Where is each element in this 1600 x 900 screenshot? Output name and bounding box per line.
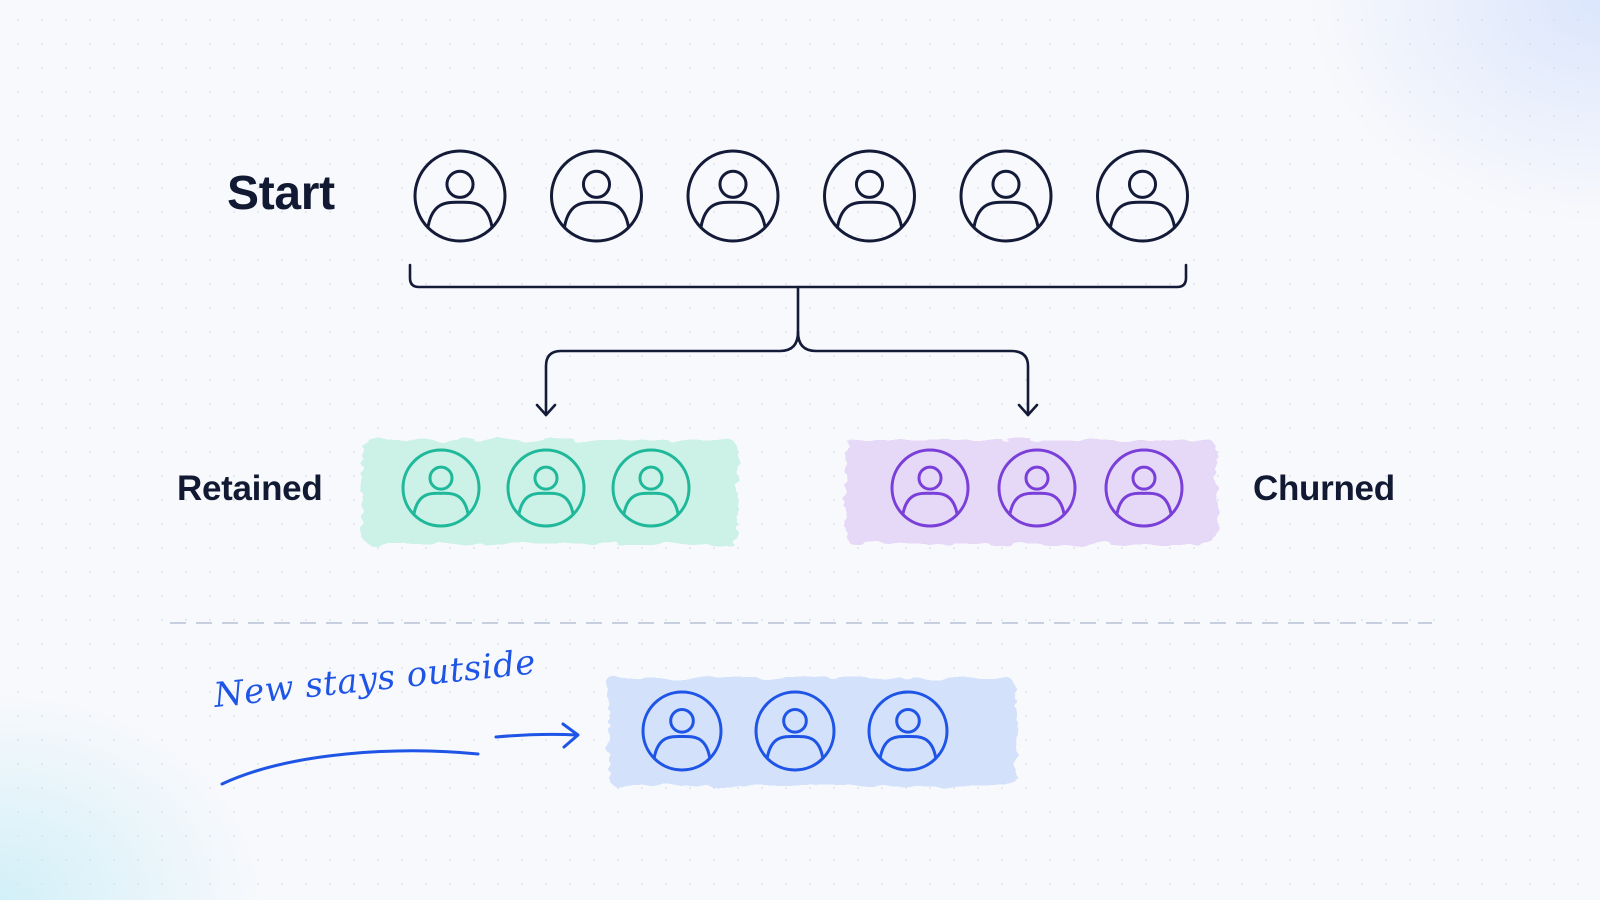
- note-annotation: [220, 722, 580, 786]
- start-bracket: [408, 263, 1188, 289]
- user-icon: [506, 448, 586, 528]
- churned-branch-line: [796, 330, 1030, 417]
- churned-arrow-head: [1017, 403, 1039, 417]
- user-icon: [890, 448, 970, 528]
- churned-group: [890, 448, 1184, 528]
- user-icon: [1096, 149, 1189, 243]
- note-arrow-head: [561, 722, 580, 749]
- new-group: [641, 690, 949, 772]
- user-icon: [1104, 448, 1184, 528]
- note-arrow: [494, 732, 579, 739]
- note-underline: [220, 749, 480, 786]
- user-icon: [550, 149, 643, 243]
- highlights: [362, 440, 1217, 786]
- retained-branch-line: [544, 285, 800, 417]
- user-icon: [611, 448, 691, 528]
- user-icon: [867, 690, 949, 772]
- start-label: Start: [227, 167, 335, 220]
- split-connector: [408, 263, 1188, 417]
- user-icon: [754, 690, 836, 772]
- user-icon: [823, 149, 916, 243]
- user-icon: [641, 690, 723, 772]
- retained-group: [401, 448, 691, 528]
- user-icon: [413, 149, 507, 243]
- retained-label: Retained: [177, 469, 323, 508]
- start-group: [413, 149, 1189, 243]
- retained-arrow-head: [535, 403, 557, 417]
- user-icon: [401, 448, 481, 528]
- churned-label: Churned: [1253, 469, 1395, 508]
- user-icon: [959, 149, 1053, 243]
- user-icon: [997, 448, 1077, 528]
- user-icon: [686, 149, 780, 243]
